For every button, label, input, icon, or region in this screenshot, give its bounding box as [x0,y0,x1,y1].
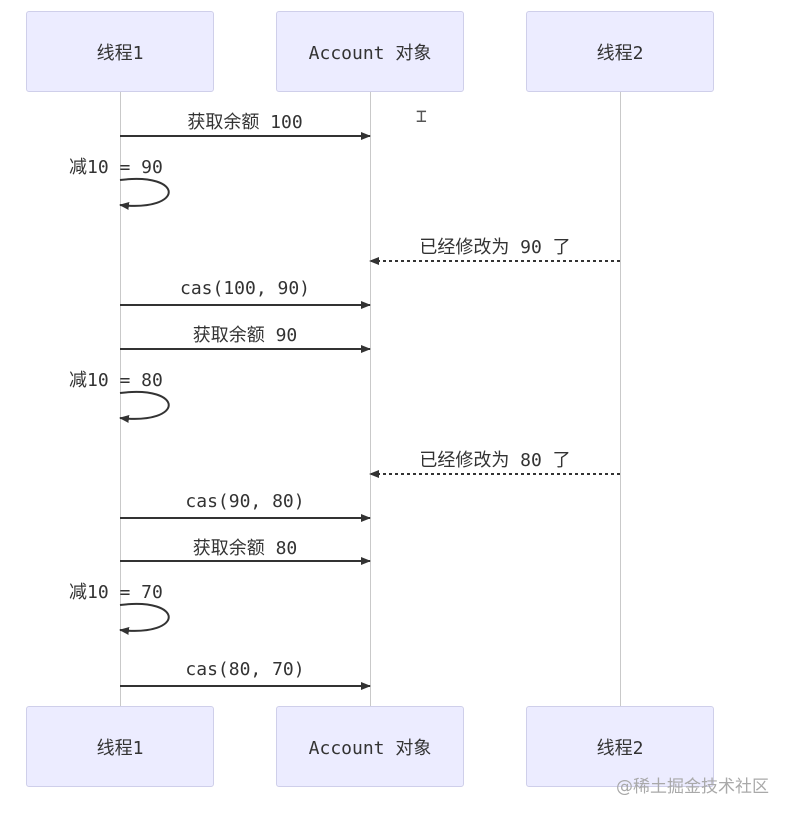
self-arrow-minus10-90 [119,177,170,210]
actor-label: 线程2 [596,42,644,64]
msg-label-get-balance-100: 获取余额 100 [187,112,303,133]
self-arrow-minus10-70 [119,602,170,635]
note-minus10-90: 减10 = 90 [69,157,163,178]
actor-thread1-bottom: 线程1 [26,706,214,787]
actor-account-bottom: Account 对象 [276,706,464,787]
msg-label-cas-100-90: cas(100, 90) [179,278,311,299]
actor-thread2-top: 线程2 [526,11,714,92]
actor-label: 线程2 [596,737,644,759]
msg-label-modified-90: 已经修改为 90 了 [419,237,571,258]
lifeline-account [370,92,371,706]
actor-label: 线程1 [96,42,144,64]
actor-label: 线程1 [96,737,144,759]
lifeline-thread2 [620,92,621,706]
msg-label-cas-80-70: cas(80, 70) [185,659,305,680]
msg-label-modified-80: 已经修改为 80 了 [419,450,571,471]
text-cursor-icon: ⌶ [416,106,427,127]
lifeline-thread1 [120,92,121,706]
actor-label: Account 对象 [308,737,432,759]
note-minus10-70: 减10 = 70 [69,582,163,603]
msg-label-get-balance-90: 获取余额 90 [192,325,298,346]
actor-thread1-top: 线程1 [26,11,214,92]
watermark: @稀土掘金技术社区 [616,777,769,797]
actor-account-top: Account 对象 [276,11,464,92]
msg-label-cas-90-80: cas(90, 80) [185,491,305,512]
actor-thread2-bottom: 线程2 [526,706,714,787]
self-arrow-minus10-80 [119,390,170,423]
note-minus10-80: 减10 = 80 [69,370,163,391]
actor-label: Account 对象 [308,42,432,64]
msg-label-get-balance-80: 获取余额 80 [192,538,298,559]
